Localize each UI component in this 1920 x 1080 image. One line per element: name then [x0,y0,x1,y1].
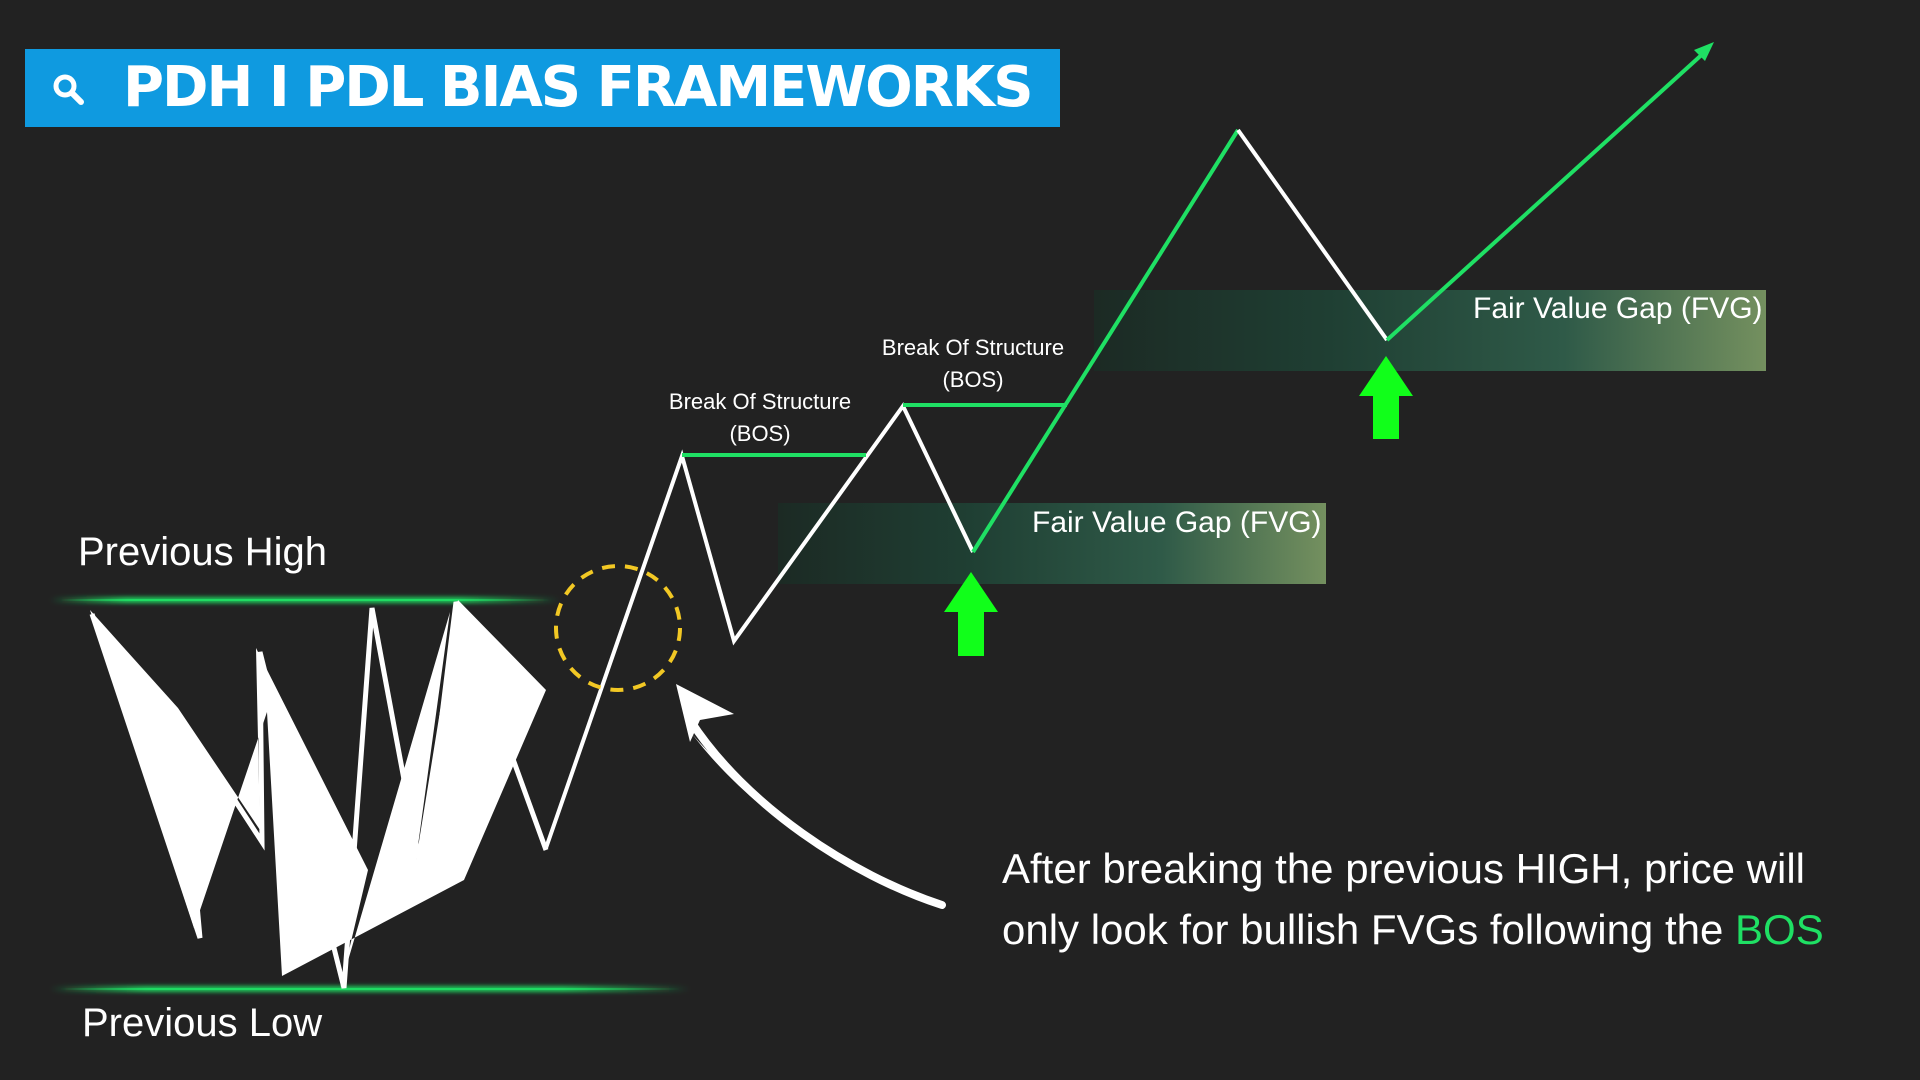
bullish-leg-1 [971,128,1240,554]
bos-label-1-title: Break Of Structure [668,389,852,414]
range-zigzag [90,600,546,988]
breakout-highlight-circle [554,564,682,692]
range-zigzag-outline [89,601,549,989]
fvg-label-lower: Fair Value Gap (FVG) [1032,506,1322,539]
annotation-arrowhead [676,684,734,742]
bullish-leg-2 [1385,48,1709,342]
explanation-caption: After breaking the previous HIGH, price … [1002,838,1824,960]
breakout-leg [544,402,975,849]
entry-arrow-1 [944,572,998,656]
previous-low-line [50,986,690,992]
caption-line-1: After breaking the previous HIGH, price … [1002,845,1805,892]
entry-arrow-2 [1359,356,1413,439]
title-banner: PDH I PDL BIAS FRAMEWORKS [25,49,1060,127]
annotation-curved-arrow-body [686,716,946,909]
previous-low-label: Previous Low [82,1001,323,1045]
bos-label-2-title: Break Of Structure [881,335,1065,360]
previous-high-line [50,597,560,603]
page-title: PDH I PDL BIAS FRAMEWORKS [123,55,1034,120]
pullback-leg [1236,128,1389,342]
bos-label-1-abbr: (BOS) [729,421,791,446]
bos-label-2: Break Of Structure (BOS) [873,332,1073,396]
fvg-label-upper: Fair Value Gap (FVG) [1473,292,1763,325]
previous-high-label: Previous High [78,530,328,574]
caption-line-2-text: only look for bullish FVGs following the [1002,906,1736,953]
search-icon [53,74,84,105]
caption-line-2: only look for bullish FVGs following the… [1002,899,1824,960]
annotation-curved-arrow [692,734,943,905]
caption-bos-highlight: BOS [1735,906,1824,953]
bos-label-1: Break Of Structure (BOS) [660,386,860,450]
bos-label-2-abbr: (BOS) [942,367,1004,392]
fvg-zone-lower [778,503,1326,584]
trend-arrowhead [1694,42,1714,61]
